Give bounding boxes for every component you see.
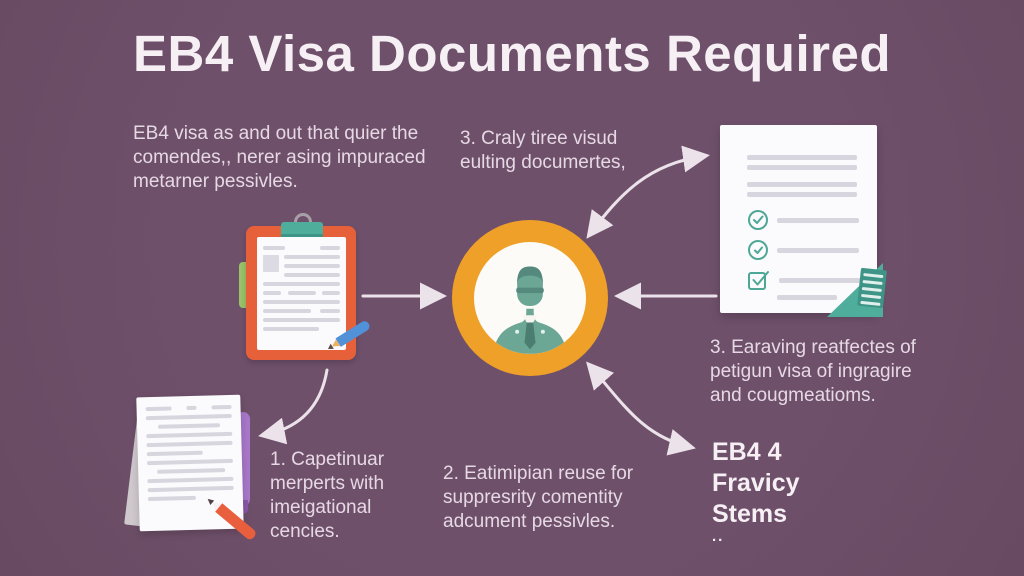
person-bust [493, 266, 567, 354]
step-line: cencies. [270, 521, 340, 542]
check-row [747, 239, 859, 261]
photo-placeholder [263, 255, 279, 272]
check-row [747, 209, 859, 231]
step-line: 3. Earaving reatfectes of [710, 337, 916, 358]
approved-checklist-icon [720, 125, 887, 317]
step-line: adcument pessivles. [443, 511, 616, 532]
step-line: and cougmeatioms. [710, 385, 876, 406]
clipboard-tab [239, 262, 250, 308]
intro-line: comendes,, nerer asing impuraced [133, 147, 426, 168]
arrow-center-to-eb4 [586, 361, 696, 456]
step3-text: 3. Earaving reatfectes of petigun visa o… [710, 336, 916, 408]
check-square-icon [748, 271, 769, 290]
intro-text: EB4 visa as and out that quier the comen… [133, 122, 426, 194]
badge-inner-circle [474, 242, 586, 354]
eb4-dots: .. [712, 528, 725, 545]
check-circle-icon [748, 210, 768, 230]
check-circle-icon [748, 240, 768, 260]
step-line: suppresrity comentity [443, 487, 623, 508]
step-line: imeigational [270, 497, 372, 518]
check-row [747, 269, 861, 291]
page-title: EB4 Visa Documents Required [133, 25, 891, 82]
stamp-document-icon [857, 267, 887, 309]
eb4-heading: EB4 4 Fravicy Stems .. [712, 437, 800, 544]
step-line: merperts with [270, 473, 385, 494]
intro-line: metarner pessivles. [133, 171, 298, 192]
clipboard-paper [257, 237, 346, 350]
step-line: petigun visa of ingragire [710, 361, 912, 382]
step-line: eulting documertes, [460, 152, 626, 173]
step1-text: 1. Capetinuar merperts with imeigational… [270, 448, 384, 544]
step-line: 2. Eatimipian reuse for [443, 463, 634, 484]
step-top-text: 3. Craly tiree visud eulting documertes, [460, 127, 626, 175]
eb4-line: EB4 4 [712, 438, 782, 466]
step2-text: 2. Eatimipian reuse for suppresrity come… [443, 462, 633, 534]
arrow-clipboard-to-document [258, 368, 329, 445]
applicant-person-icon [452, 220, 608, 376]
step-line: 1. Capetinuar [270, 449, 385, 470]
step-line: 3. Craly tiree visud [460, 128, 618, 149]
intro-line: EB4 visa as and out that quier the [133, 123, 419, 144]
eb4-line: Fravicy [712, 469, 800, 497]
eb4-line: Stems [712, 500, 788, 528]
